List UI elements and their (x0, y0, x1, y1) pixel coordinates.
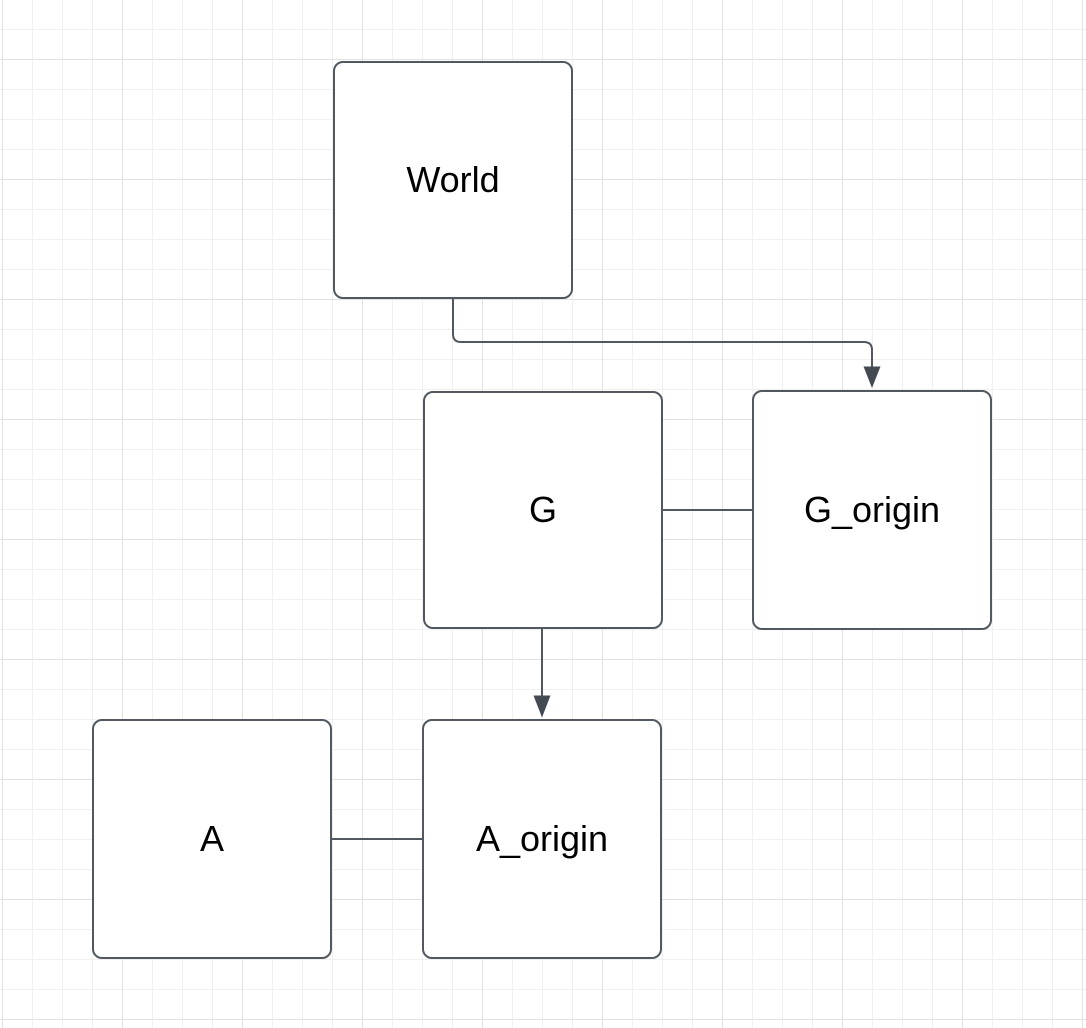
node-world-label: World (406, 159, 500, 201)
node-a[interactable]: A (92, 719, 332, 959)
node-g-origin-label: G_origin (803, 489, 941, 531)
arrow-head-icon (863, 366, 881, 388)
node-a-origin-label: A_origin (475, 818, 609, 860)
node-g-label: G (528, 489, 557, 531)
node-g[interactable]: G (423, 391, 663, 629)
node-world[interactable]: World (333, 61, 573, 299)
node-a-origin[interactable]: A_origin (422, 719, 662, 959)
edge-line[interactable] (452, 299, 873, 368)
arrow-head-icon (533, 695, 551, 718)
node-g-origin[interactable]: G_origin (752, 390, 992, 630)
edge-world-to-g-origin[interactable] (452, 299, 881, 388)
edge-g-to-a-origin[interactable] (533, 629, 551, 718)
node-a-label: A (199, 818, 224, 860)
